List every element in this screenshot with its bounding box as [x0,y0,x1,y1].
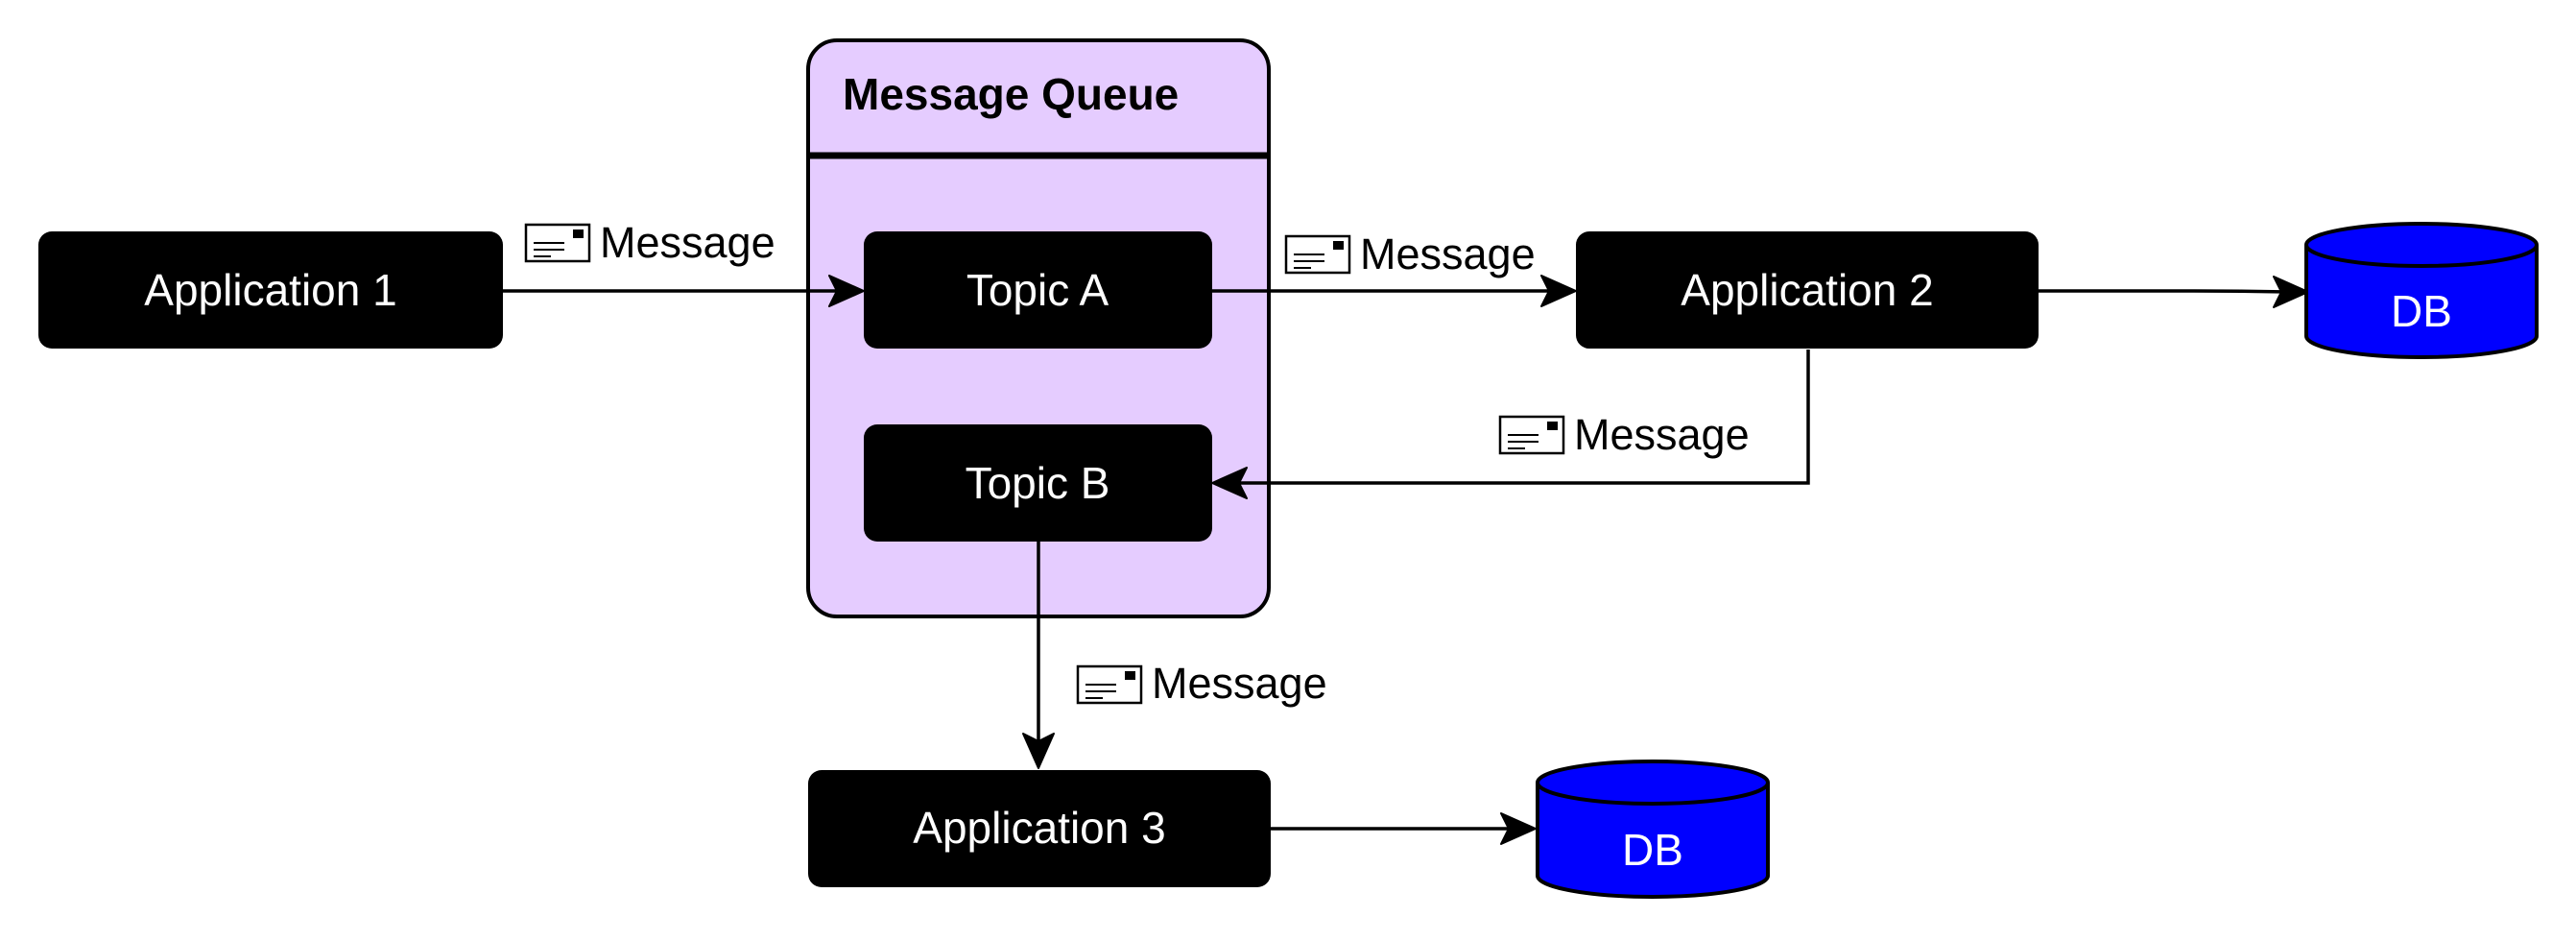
edge-label-topic-a-to-app2: Message [1284,229,1536,278]
message-label: Message [1152,659,1327,708]
node-application-2[interactable]: Application 2 [1576,231,2039,349]
message-label: Message [1574,410,1750,459]
edge-topic-a-to-app2[interactable] [1212,275,1577,307]
topic-b-label: Topic B [966,458,1110,508]
message-label: Message [1360,229,1536,278]
envelope-icon [524,223,591,263]
edge-label-app2-to-topic-b: Message [1498,410,1750,459]
envelope-icon [1284,234,1351,275]
node-topic-a[interactable]: Topic A [864,231,1212,349]
application-2-label: Application 2 [1681,265,1933,315]
edge-topic-b-to-app3[interactable] [1022,542,1055,769]
message-label: Message [600,218,775,267]
database-1[interactable]: DB [2304,222,2539,359]
application-1-label: Application 1 [144,265,396,315]
message-queue-title: Message Queue [843,69,1179,119]
edge-label-topic-b-to-app3: Message [1076,659,1327,708]
edge-app2-to-db[interactable] [2039,276,2309,308]
application-3-label: Application 3 [913,803,1165,853]
edge-app3-to-db[interactable] [1271,812,1537,845]
node-application-1[interactable]: Application 1 [38,231,503,349]
edge-app1-to-topic-a[interactable] [503,275,865,307]
edge-label-app1-to-topic-a: Message [524,218,775,267]
edge-app2-to-topic-b[interactable] [1211,350,1810,499]
database-1-label: DB [2391,286,2452,336]
database-2-label: DB [1622,825,1683,875]
topic-a-label: Topic A [966,265,1109,315]
node-topic-b[interactable]: Topic B [864,424,1212,542]
database-2[interactable]: DB [1536,760,1770,899]
node-application-3[interactable]: Application 3 [808,770,1271,887]
envelope-icon [1076,664,1143,705]
envelope-icon [1498,415,1565,455]
